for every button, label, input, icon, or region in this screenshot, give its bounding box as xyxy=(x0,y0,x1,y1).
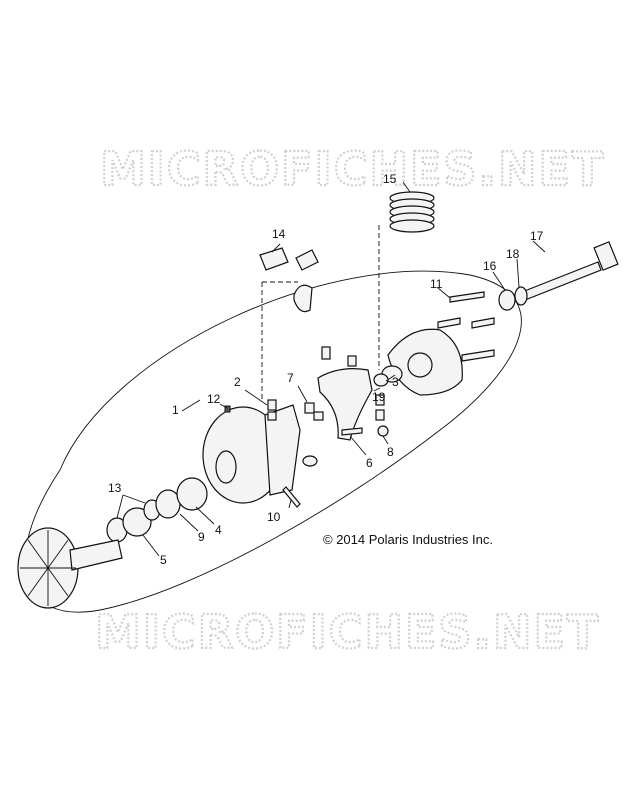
leader-lines xyxy=(116,181,546,557)
roller-7 xyxy=(304,402,315,414)
assembly-outline xyxy=(24,270,522,613)
pin-part-4 xyxy=(375,409,385,421)
bushing-2b xyxy=(267,411,277,421)
callout-19: 19 xyxy=(372,390,386,404)
screw-12 xyxy=(224,405,231,413)
callout-2: 2 xyxy=(234,375,241,389)
watermark-top: MICROFICHES.NET xyxy=(100,142,605,196)
callout-12: 12 xyxy=(207,392,221,406)
copyright-text: © 2014 Polaris Industries Inc. xyxy=(323,532,493,547)
callout-4: 4 xyxy=(215,523,222,537)
callout-8: 8 xyxy=(387,445,394,459)
spider-part xyxy=(317,368,373,441)
callout-3: 3 xyxy=(392,375,399,389)
callout-9: 9 xyxy=(198,530,205,544)
callout-11: 11 xyxy=(430,277,443,291)
callout-1: 1 xyxy=(172,403,179,417)
bushing-9 xyxy=(155,489,181,519)
bushing-4 xyxy=(176,477,208,511)
callout-5: 5 xyxy=(160,553,167,567)
ring-small-part xyxy=(373,373,389,387)
callout-13: 13 xyxy=(108,481,122,495)
callout-16: 16 xyxy=(483,259,497,273)
callout-10: 10 xyxy=(267,510,281,524)
shaft-bolt-part xyxy=(521,241,619,301)
spring-part xyxy=(389,191,435,233)
cover-part xyxy=(387,328,463,396)
bushing-part xyxy=(377,425,389,437)
callout-6: 6 xyxy=(366,456,373,470)
bushing-5 xyxy=(122,507,152,537)
callout-14: 14 xyxy=(272,227,286,241)
callout-17: 17 xyxy=(530,229,544,243)
weight-parts xyxy=(259,247,319,313)
callout-18: 18 xyxy=(506,247,520,261)
pin-part xyxy=(321,346,331,360)
washer-part xyxy=(514,286,528,306)
callout-7: 7 xyxy=(287,371,294,385)
roller-part xyxy=(302,455,318,467)
callout-15: 15 xyxy=(383,172,397,186)
bushing-2 xyxy=(267,399,277,411)
pin-part-2 xyxy=(347,355,357,367)
nut-part xyxy=(498,289,516,311)
watermark-bottom: MICROFICHES.NET xyxy=(95,605,600,659)
fixed-sheave-part xyxy=(17,527,123,609)
bolt-parts xyxy=(437,291,495,362)
sheave-part xyxy=(202,404,301,504)
pin-part-3 xyxy=(375,394,385,406)
bolt-part-6 xyxy=(341,427,363,436)
roller-7b xyxy=(313,411,324,421)
pin-10 xyxy=(282,486,301,508)
